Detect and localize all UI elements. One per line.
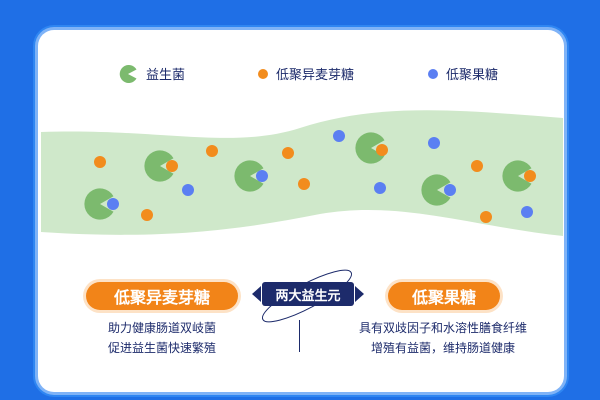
fos-description-line: 具有双歧因子和水溶性膳食纤维 [358, 321, 527, 335]
fos-dot [107, 198, 119, 210]
imo-dot [524, 170, 536, 182]
legend-imo-label: 低聚异麦芽糖 [276, 68, 355, 83]
probiotic-shape [144, 150, 174, 182]
fos-dot [521, 206, 533, 218]
fos-dot [444, 184, 456, 196]
imo-pill: 低聚异麦芽糖 [86, 282, 238, 310]
fos-dot [428, 137, 440, 149]
legend-fos: 低聚果糖 [428, 64, 498, 83]
fos-dot [374, 182, 386, 194]
imo-dot [282, 147, 294, 159]
imo-dot [298, 178, 310, 190]
probiotic-shape [355, 132, 385, 164]
fos-dots [107, 130, 533, 218]
imo-description: 助力健康肠道双岐菌 促进益生菌快速繁殖 [86, 318, 238, 358]
imo-dot [141, 209, 153, 221]
imo-dot [471, 160, 483, 172]
probiotic-shape [234, 160, 264, 192]
imo-dot [166, 160, 178, 172]
fos-dot [182, 184, 194, 196]
center-badge: 两大益生元 [262, 282, 354, 306]
fos-pill: 低聚果糖 [388, 282, 500, 310]
probiotic-shape [502, 160, 532, 192]
probiotic-shapes [84, 132, 532, 220]
imo-description-line: 助力健康肠道双岐菌 [107, 321, 216, 335]
center-divider [299, 320, 300, 352]
legend: 益生菌 低聚异麦芽糖 低聚果糖 [0, 64, 600, 83]
imo-dots [94, 144, 536, 223]
imo-dot [480, 211, 492, 223]
orange-dot-icon [258, 68, 268, 79]
legend-fos-label: 低聚果糖 [446, 68, 499, 83]
imo-dot [206, 145, 218, 157]
legend-imo: 低聚异麦芽糖 [258, 64, 354, 83]
legend-probiotic-label: 益生菌 [146, 68, 186, 83]
fos-description-line: 增殖有益菌，维持肠道健康 [370, 341, 515, 355]
imo-dot [94, 156, 106, 168]
fos-description: 具有双歧因子和水溶性膳食纤维 增殖有益菌，维持肠道健康 [340, 318, 546, 358]
imo-description-line: 促进益生菌快速繁殖 [107, 341, 216, 355]
arrow-left-icon [252, 286, 261, 302]
probiotic-shape [84, 188, 114, 220]
legend-probiotic: 益生菌 [118, 64, 185, 83]
probiotic-icon [119, 64, 137, 83]
arrow-right-icon [355, 286, 364, 302]
imo-dot [376, 144, 388, 156]
fos-dot [256, 170, 268, 182]
fos-dot [333, 130, 345, 142]
blue-dot-icon [428, 68, 438, 79]
probiotic-shape [421, 174, 451, 206]
